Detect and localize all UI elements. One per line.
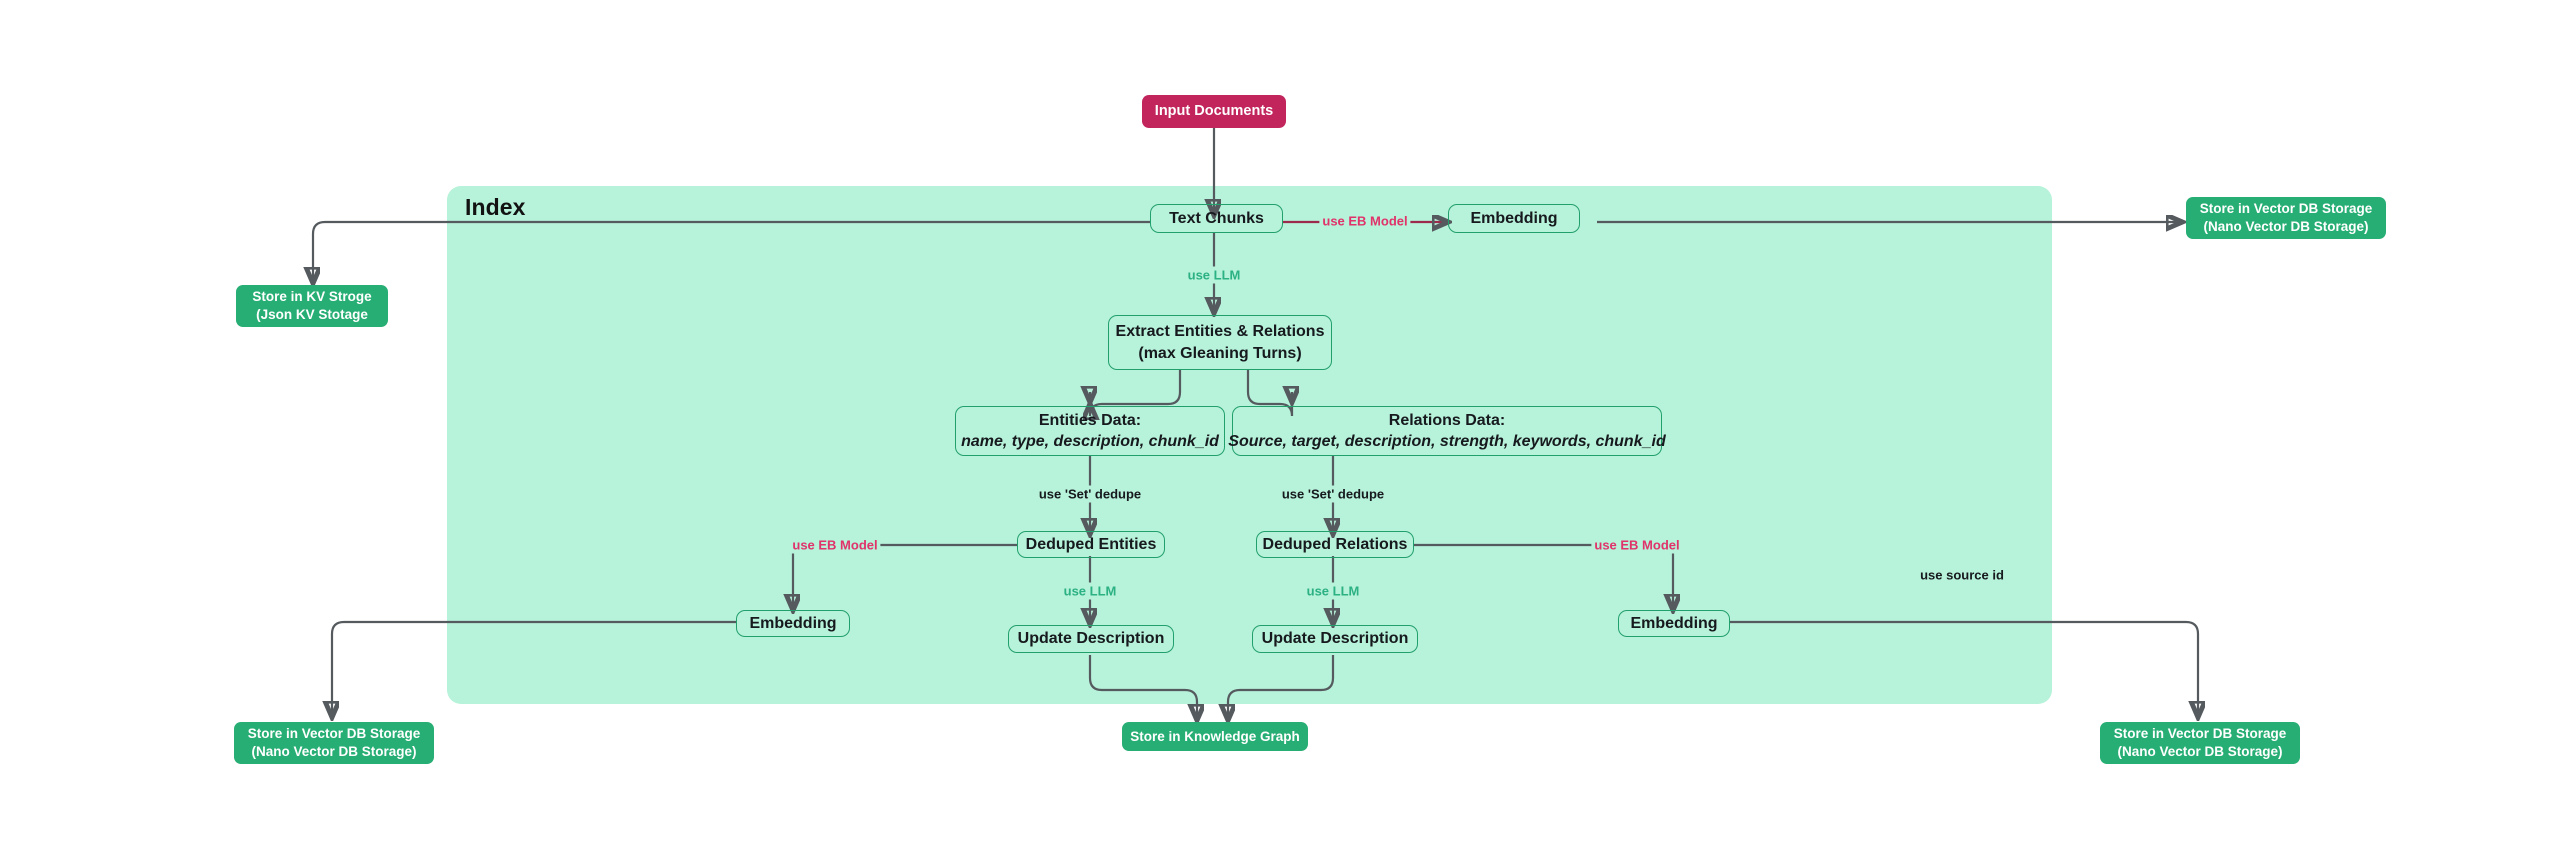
node-embedding-right-label: Embedding	[1630, 614, 1718, 632]
node-entities-data-title: Entities Data:	[1038, 411, 1142, 429]
subgraph-index-label: Index	[465, 194, 526, 220]
node-entities-data-fields: name, type, description, chunk_id	[961, 433, 1219, 450]
node-update-description-right[interactable]: Update Description	[1252, 625, 1418, 653]
node-store-vec-topright-line2: (Nano Vector DB Storage)	[2203, 219, 2369, 234]
edge-label-use-eb-model-relations: use EB Model	[1591, 536, 1683, 554]
node-deduped-relations-label: Deduped Relations	[1262, 535, 1408, 553]
node-store-kv-line2: (Json KV Stotage	[256, 307, 368, 322]
node-store-vec-bottomleft-line1: Store in Vector DB Storage	[247, 726, 421, 742]
node-extract-line1: Extract Entities & Relations	[1115, 323, 1325, 341]
edge-label-use-llm-entities: use LLM	[1060, 582, 1120, 600]
node-embedding-top-label: Embedding	[1470, 209, 1558, 227]
edge-label-use-llm-extract: use LLM	[1184, 266, 1244, 284]
node-deduped-relations[interactable]: Deduped Relations	[1256, 531, 1414, 558]
node-input-documents[interactable]: Input Documents	[1142, 95, 1286, 128]
node-store-vec-bottomright-line2: (Nano Vector DB Storage)	[2117, 744, 2283, 759]
node-relations-data[interactable]: Relations Data: Source, target, descript…	[1228, 406, 1666, 456]
node-update-description-right-label: Update Description	[1261, 630, 1409, 648]
edge-label-use-eb-model-entities: use EB Model	[789, 536, 881, 554]
node-extract-line2: (max Gleaning Turns)	[1138, 344, 1302, 362]
node-text-chunks-label: Text Chunks	[1169, 209, 1264, 227]
node-deduped-entities-label: Deduped Entities	[1025, 535, 1157, 553]
node-deduped-entities[interactable]: Deduped Entities	[1017, 531, 1165, 558]
node-input-documents-label: Input Documents	[1154, 102, 1274, 119]
node-store-vec-bottomleft-line2: (Nano Vector DB Storage)	[251, 744, 417, 759]
node-store-kv-line1: Store in KV Stroge	[252, 289, 372, 305]
edge-label-use-source-id: use source id	[1920, 567, 2004, 583]
edge-label-use-set-dedupe-entities: use 'Set' dedupe	[1035, 485, 1145, 503]
edge-label-use-eb-model-top: use EB Model	[1319, 212, 1411, 230]
node-store-vec-topright-line1: Store in Vector DB Storage	[2199, 201, 2373, 217]
node-update-description-left-label: Update Description	[1017, 630, 1165, 648]
edge-label-use-set-dedupe-relations: use 'Set' dedupe	[1278, 485, 1388, 503]
node-store-knowledge-graph-label: Store in Knowledge Graph	[1130, 728, 1300, 744]
node-relations-data-fields: Source, target, description, strength, k…	[1228, 433, 1666, 450]
node-entities-data[interactable]: Entities Data: name, type, description, …	[955, 406, 1225, 456]
node-store-vector-db-bottomleft[interactable]: Store in Vector DB Storage (Nano Vector …	[234, 722, 434, 764]
node-store-knowledge-graph[interactable]: Store in Knowledge Graph	[1122, 722, 1308, 751]
node-store-kv-storage[interactable]: Store in KV Stroge (Json KV Stotage	[236, 285, 388, 327]
node-embedding-top[interactable]: Embedding	[1448, 204, 1580, 233]
node-text-chunks[interactable]: Text Chunks	[1150, 204, 1283, 233]
node-update-description-left[interactable]: Update Description	[1008, 625, 1174, 653]
node-relations-data-title: Relations Data:	[1388, 411, 1506, 429]
node-embedding-left[interactable]: Embedding	[736, 610, 850, 637]
node-store-vec-bottomright-line1: Store in Vector DB Storage	[2113, 726, 2287, 742]
node-embedding-left-label: Embedding	[749, 614, 837, 632]
edge-label-use-llm-relations: use LLM	[1303, 582, 1363, 600]
node-store-vector-db-bottomright[interactable]: Store in Vector DB Storage (Nano Vector …	[2100, 722, 2300, 764]
node-embedding-right[interactable]: Embedding	[1618, 610, 1730, 637]
node-extract-entities-relations[interactable]: Extract Entities & Relations (max Gleani…	[1108, 315, 1332, 370]
node-store-vector-db-topright[interactable]: Store in Vector DB Storage (Nano Vector …	[2186, 197, 2386, 239]
